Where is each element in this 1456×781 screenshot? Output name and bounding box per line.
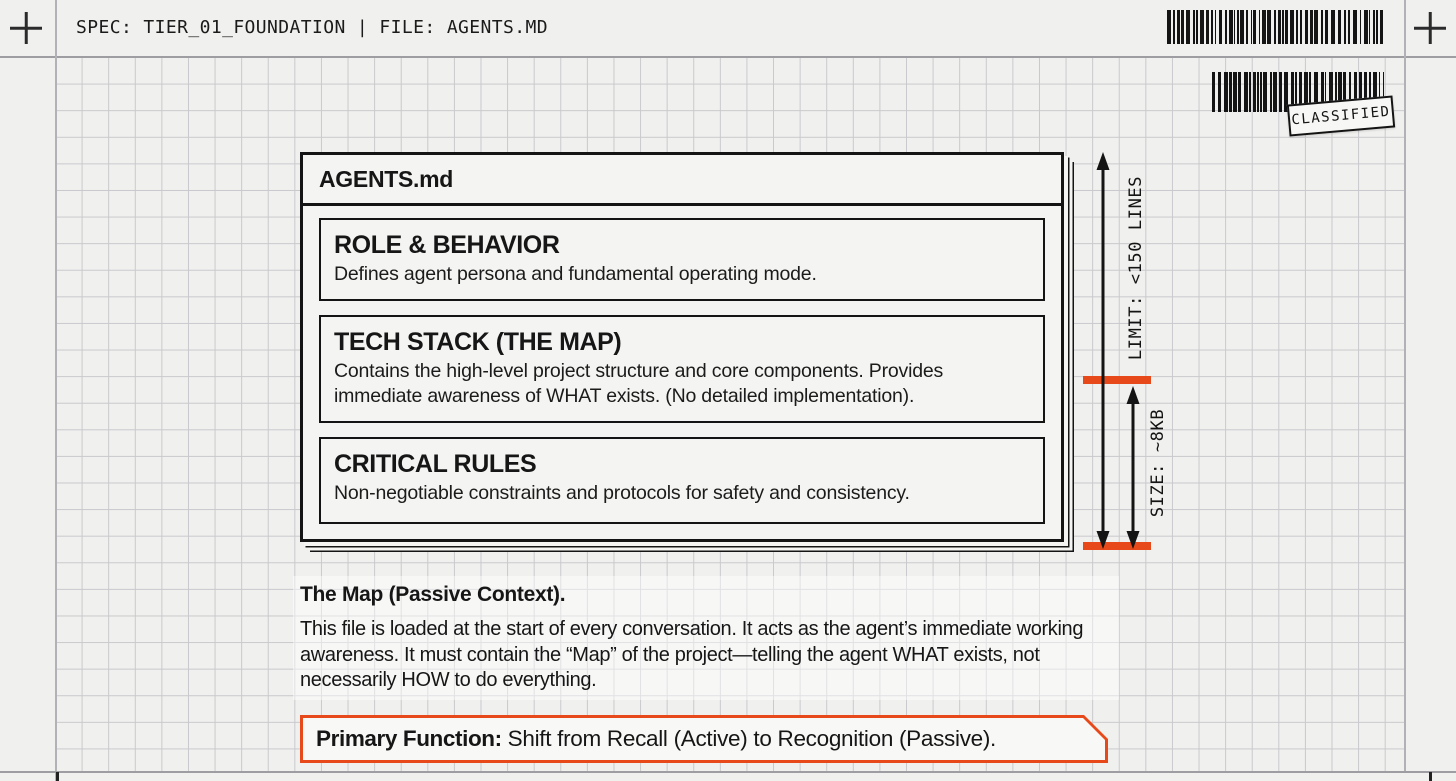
- callout-inner: Primary Function: Shift from Recall (Act…: [303, 718, 1105, 760]
- header-divider: [0, 56, 1456, 58]
- section-heading: CRITICAL RULES: [334, 450, 537, 478]
- left-margin-rule: [55, 0, 57, 781]
- card-title: AGENTS.md: [319, 165, 454, 192]
- registration-tick-icon: [1429, 772, 1432, 781]
- barcode-icon: [1212, 72, 1387, 117]
- registration-cross-icon: [10, 12, 42, 44]
- callout-text: Primary Function: Shift from Recall (Act…: [316, 726, 996, 752]
- card-body: ROLE & BEHAVIOR Defines agent persona an…: [303, 206, 1061, 539]
- section-tech-stack: TECH STACK (THE MAP) Contains the high-l…: [319, 315, 1045, 423]
- notes-heading: The Map (Passive Context).: [300, 583, 566, 606]
- agents-md-card: AGENTS.md ROLE & BEHAVIOR Defines agent …: [300, 152, 1064, 542]
- size-arrow: [1126, 386, 1140, 549]
- limit-tick: [1083, 376, 1151, 384]
- section-description: Contains the high-level project structur…: [334, 360, 944, 407]
- size-label: SIZE: ~8KB: [1148, 408, 1168, 518]
- registration-tick-icon: [56, 772, 59, 781]
- callout-label: Primary Function:: [316, 726, 502, 751]
- section-description: Defines agent persona and fundamental op…: [334, 263, 817, 285]
- spec-title: SPEC: TIER_01_FOUNDATION | FILE: AGENTS.…: [76, 17, 548, 38]
- footer-divider: [0, 771, 1456, 773]
- section-critical-rules: CRITICAL RULES Non-negotiable constraint…: [319, 437, 1045, 524]
- registration-cross-icon: [1414, 12, 1446, 44]
- header-bar: SPEC: TIER_01_FOUNDATION | FILE: AGENTS.…: [0, 0, 1456, 57]
- barcode-icon: [1167, 10, 1385, 49]
- callout-value: Shift from Recall (Active) to Recognitio…: [501, 726, 997, 751]
- card-header: AGENTS.md: [303, 155, 1061, 206]
- section-heading: TECH STACK (THE MAP): [334, 328, 622, 356]
- right-margin-rule: [1404, 0, 1406, 772]
- measurement-arrows: [1083, 152, 1151, 550]
- limit-arrow: [1096, 152, 1110, 549]
- size-tick: [1083, 542, 1151, 550]
- section-description: Non-negotiable constraints and protocols…: [334, 482, 910, 504]
- notes-backdrop: [293, 576, 1119, 700]
- notes-body: This file is loaded at the start of ever…: [300, 618, 1084, 691]
- section-role-behavior: ROLE & BEHAVIOR Defines agent persona an…: [319, 218, 1045, 301]
- limit-label: LIMIT: <150 LINES: [1126, 175, 1146, 361]
- primary-function-callout: Primary Function: Shift from Recall (Act…: [300, 715, 1108, 763]
- section-heading: ROLE & BEHAVIOR: [334, 231, 560, 259]
